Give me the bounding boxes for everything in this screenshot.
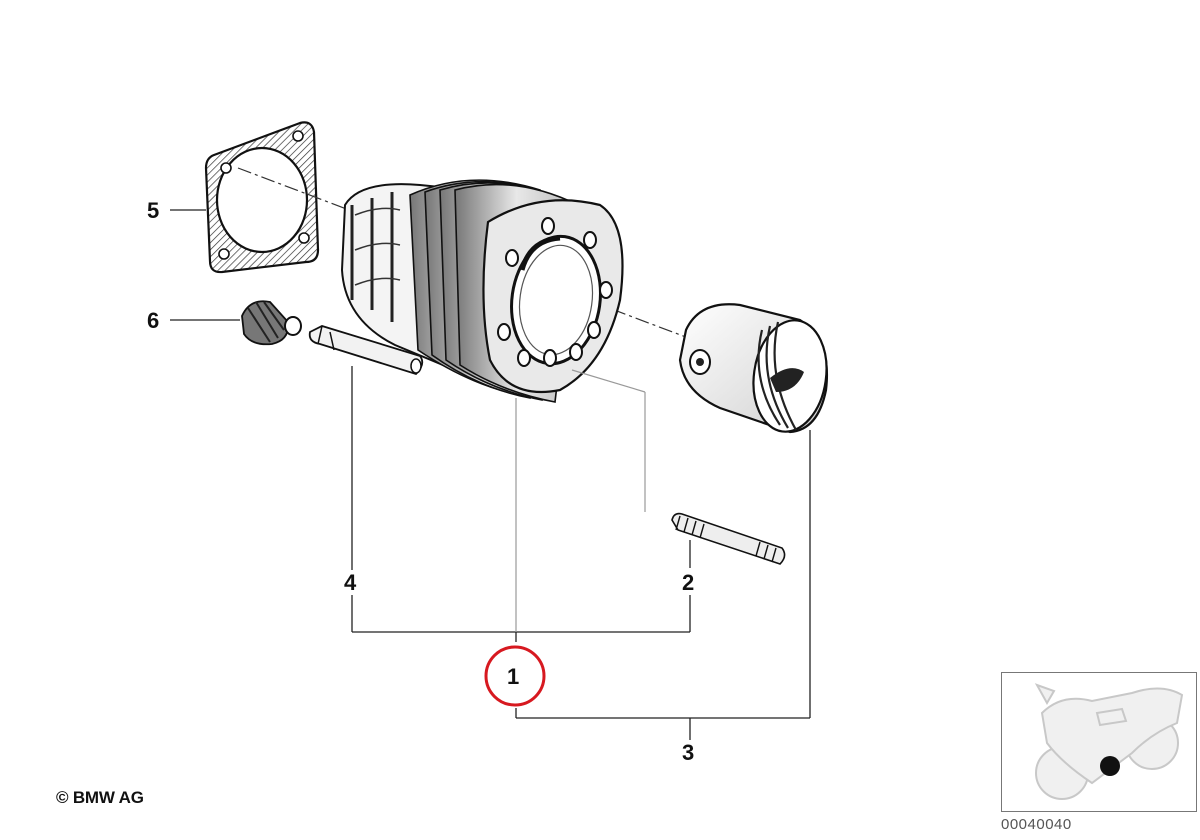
callout-3[interactable]: 3 <box>682 740 694 765</box>
callout-5[interactable]: 5 <box>147 198 159 223</box>
callout-4[interactable]: 4 <box>344 570 357 595</box>
leader-lines-faint <box>515 369 646 632</box>
gasket-part[interactable] <box>204 121 320 274</box>
callout-6[interactable]: 6 <box>147 308 159 333</box>
motorcycle-locator-thumbnail[interactable] <box>1001 672 1197 812</box>
stud-part[interactable] <box>671 512 786 565</box>
highlight-ring <box>484 645 546 707</box>
motorcycle-silhouette-icon <box>1034 683 1184 800</box>
piston-part[interactable] <box>678 303 833 436</box>
diagram-id: 00040040 <box>1001 816 1072 833</box>
callout-2[interactable]: 2 <box>682 570 694 595</box>
callout-1[interactable]: 1 <box>507 664 519 689</box>
leader-lines <box>170 209 811 740</box>
pin-part[interactable] <box>308 325 424 376</box>
cylinder-part[interactable] <box>340 179 624 403</box>
valve-guide-part[interactable] <box>241 300 302 346</box>
copyright-text: © BMW AG <box>56 788 144 807</box>
